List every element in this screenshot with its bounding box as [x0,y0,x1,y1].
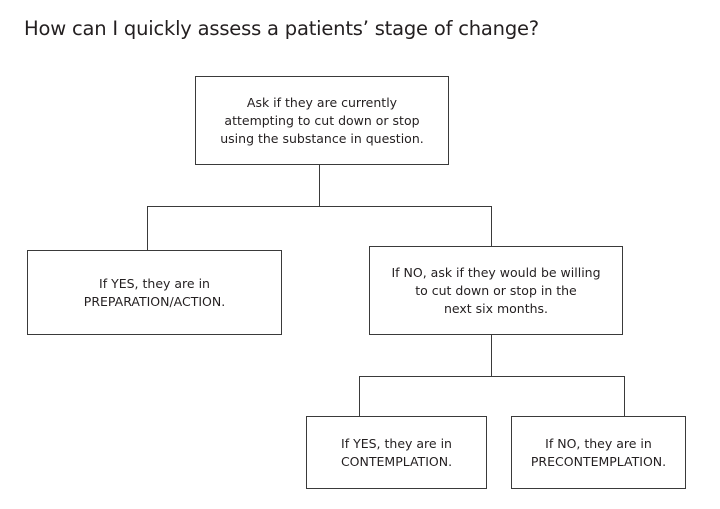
connector-to-yes-contemplation [359,376,361,416]
node-root-question: Ask if they are currently attempting to … [195,76,449,165]
connector-root-down [319,165,321,207]
node-text-line: Ask if they are currently [246,94,398,110]
node-no-ask-willing: If NO, ask if they would be willing to c… [369,246,623,335]
connector-no-ask-down [491,334,493,377]
node-text-line: If NO, they are in [545,435,652,451]
node-text-line: next six months. [443,300,549,316]
node-text-line: If YES, they are in [99,275,210,291]
node-text-line: If YES, they are in [341,435,452,451]
node-text-line: CONTEMPLATION. [340,453,453,469]
connector-level1-horizontal [147,206,492,208]
node-text-line: to cut down or stop in the [415,282,577,298]
connector-to-yes-action [147,206,149,250]
node-yes-preparation-action: If YES, they are in PREPARATION/ACTION. [27,250,282,335]
node-text-line: PRECONTEMPLATION. [530,453,667,469]
connector-to-no-precontemplation [624,376,626,416]
connector-level2-horizontal [359,376,625,378]
node-yes-contemplation: If YES, they are in CONTEMPLATION. [306,416,487,489]
connector-to-no-ask [491,206,493,246]
node-text-line: PREPARATION/ACTION. [83,293,226,309]
node-text-line: attempting to cut down or stop [224,112,420,128]
node-no-precontemplation: If NO, they are in PRECONTEMPLATION. [511,416,686,489]
node-text-line: using the substance in question. [220,130,424,146]
node-text-line: If NO, ask if they would be willing [391,264,601,280]
page-title: How can I quickly assess a patients’ sta… [24,17,539,40]
